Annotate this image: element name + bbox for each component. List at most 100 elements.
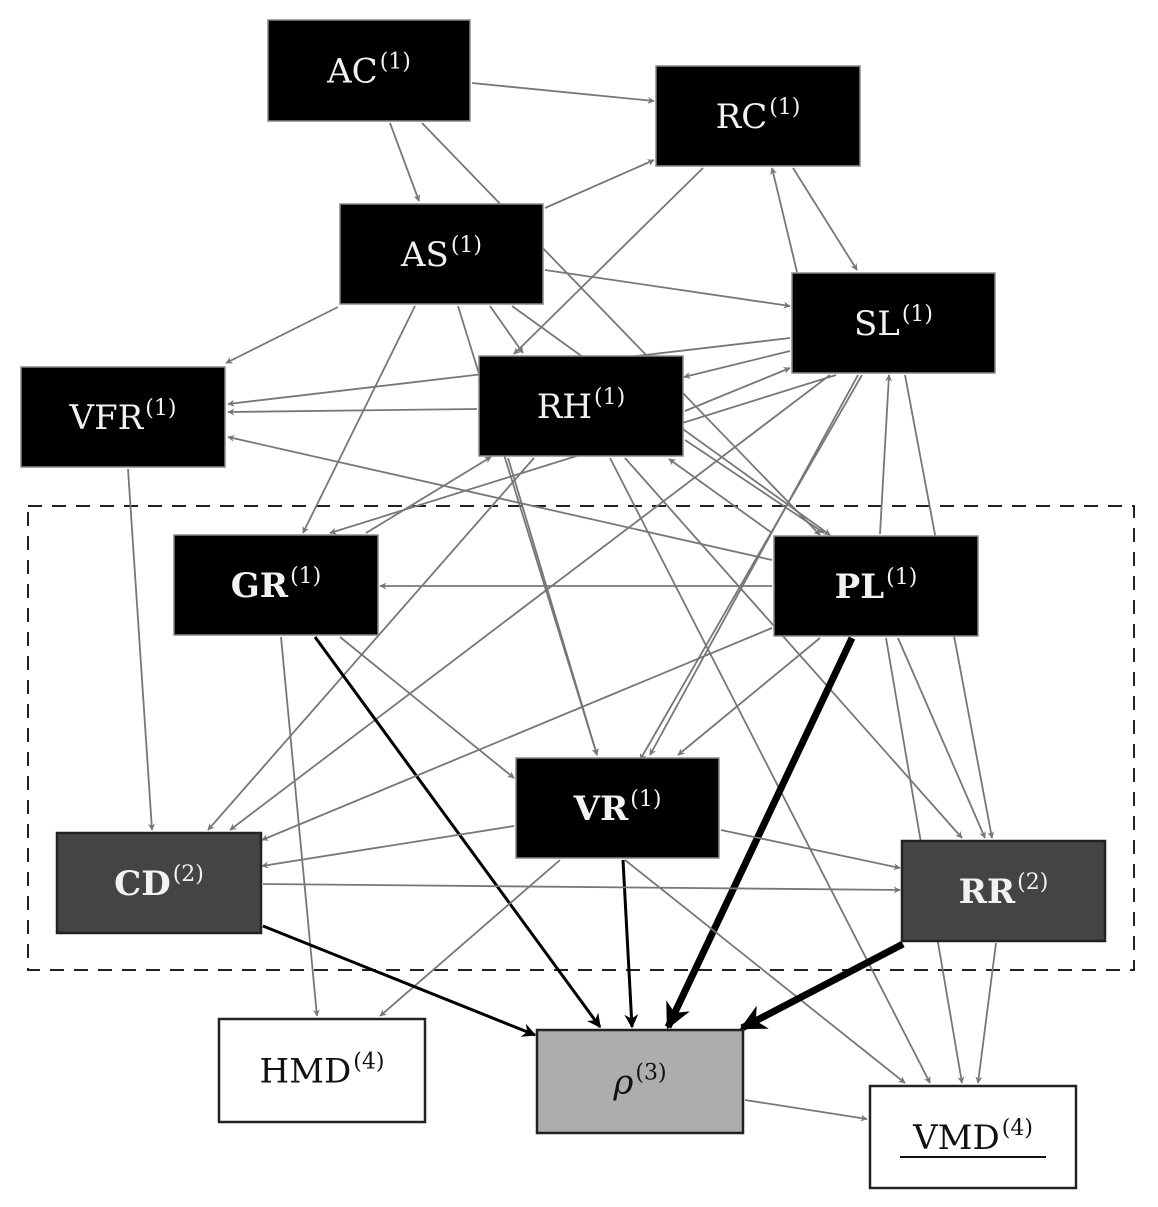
node-label: ρ(3) <box>612 1061 666 1103</box>
node-name: VFR <box>69 398 145 438</box>
node-name: RC <box>716 97 768 137</box>
node-pl[interactable]: PL(1) <box>773 535 979 637</box>
edge-pl-to-rr <box>897 637 986 839</box>
node-cd[interactable]: CD(2) <box>55 831 263 935</box>
node-box[interactable] <box>655 65 861 167</box>
node-label: PL(1) <box>835 565 918 607</box>
edge-rh-to-vfr <box>227 408 478 416</box>
node-label: RR(2) <box>959 870 1049 912</box>
node-name: ρ <box>612 1063 633 1103</box>
edge-rr-to-rho <box>739 940 905 1032</box>
node-box[interactable] <box>55 831 263 935</box>
node-level: (1) <box>290 564 321 589</box>
node-level: (3) <box>635 1061 666 1086</box>
edge-pl-to-vfr <box>227 434 773 561</box>
edge-ac-to-rc <box>471 82 655 104</box>
node-level: (1) <box>630 787 661 812</box>
edge-as-to-rh <box>489 305 524 354</box>
edge-vfr-to-cd <box>127 468 156 831</box>
node-name: GR <box>231 566 289 606</box>
node-box[interactable] <box>173 534 379 636</box>
edge-rc-to-sl <box>792 167 858 271</box>
node-level: (2) <box>1017 870 1048 895</box>
node-name: CD <box>114 864 171 904</box>
node-level: (4) <box>1002 1116 1033 1141</box>
edge-vr-to-hmd <box>379 859 561 1017</box>
edge-rh-to-cd <box>207 457 535 831</box>
node-rc[interactable]: RC(1) <box>655 65 861 167</box>
edge-gr-to-rho <box>313 636 602 1029</box>
node-box[interactable] <box>791 272 996 374</box>
edge-rho-to-vmd <box>744 1099 868 1122</box>
node-label: AC(1) <box>326 50 411 92</box>
edge-as-to-sl <box>544 269 791 309</box>
node-box[interactable] <box>900 839 1107 943</box>
node-box[interactable] <box>535 1028 745 1135</box>
node-rho[interactable]: ρ(3) <box>535 1028 745 1135</box>
edge-gr-to-vr <box>339 636 515 779</box>
edge-sl-to-rho <box>639 374 863 761</box>
edge-vr-to-rr <box>720 829 901 871</box>
node-level: (1) <box>380 50 411 75</box>
edge-ac-to-as <box>389 122 421 202</box>
node-ac[interactable]: AC(1) <box>267 19 471 122</box>
node-as[interactable]: AS(1) <box>339 203 544 305</box>
node-name: VMD <box>912 1118 1000 1158</box>
edge-pl-to-rh <box>668 458 773 534</box>
edge-cd-to-rr <box>262 883 901 894</box>
node-name: RR <box>959 872 1016 912</box>
edge-gr-to-rh <box>365 456 492 534</box>
edge-rc-to-rh <box>513 167 704 355</box>
node-box[interactable] <box>217 1017 427 1124</box>
node-level: (1) <box>145 396 176 421</box>
edge-as-to-rc <box>544 159 655 209</box>
node-box[interactable] <box>515 757 720 859</box>
node-box[interactable] <box>773 535 979 637</box>
node-box[interactable] <box>20 366 226 468</box>
node-label: VFR(1) <box>69 396 177 438</box>
node-vr[interactable]: VR(1) <box>515 757 720 859</box>
node-label: AS(1) <box>400 233 482 275</box>
edge-as-to-vfr <box>225 306 339 364</box>
edge-ac-to-pl <box>421 122 821 536</box>
node-box[interactable] <box>339 203 544 305</box>
node-vmd[interactable]: VMD(4) <box>868 1084 1078 1190</box>
node-name: RH <box>537 387 592 427</box>
node-label: VMD(4) <box>912 1116 1033 1158</box>
mediator-group-box <box>27 505 1135 971</box>
node-box[interactable] <box>868 1084 1078 1190</box>
edge-rh-to-sl <box>684 367 791 412</box>
edge-vr-to-rho <box>621 859 639 1029</box>
edge-pl-to-cd <box>261 627 773 841</box>
node-vfr[interactable]: VFR(1) <box>20 366 226 468</box>
edges-layer <box>127 82 997 1122</box>
edge-sl-to-vr <box>649 374 859 756</box>
node-box[interactable] <box>267 19 471 122</box>
node-level: (1) <box>451 233 482 258</box>
edge-sl-to-rc <box>770 167 798 273</box>
node-level: (1) <box>769 95 800 120</box>
node-level: (4) <box>353 1050 384 1075</box>
edge-rh-to-vr <box>507 457 599 756</box>
edge-vr-to-cd <box>261 825 515 869</box>
node-name: AS <box>400 235 449 275</box>
edge-cd-to-rho <box>262 924 537 1037</box>
node-label: VR(1) <box>573 787 662 829</box>
edge-pl-to-vr <box>677 637 821 756</box>
node-gr[interactable]: GR(1) <box>173 534 379 636</box>
node-rr[interactable]: RR(2) <box>900 839 1107 943</box>
edge-pl-to-rho <box>664 636 856 1030</box>
edge-as-to-gr <box>302 305 416 534</box>
node-label: HMD(4) <box>260 1050 385 1092</box>
node-name: VR <box>573 789 629 829</box>
nodes-layer: AC(1)RC(1)AS(1)SL(1)VFR(1)RH(1)GR(1)PL(1… <box>20 19 1107 1190</box>
node-name: SL <box>854 304 900 344</box>
node-sl[interactable]: SL(1) <box>791 272 996 374</box>
node-label: RH(1) <box>537 385 625 427</box>
node-rh[interactable]: RH(1) <box>478 355 684 457</box>
node-box[interactable] <box>478 355 684 457</box>
node-name: AC <box>326 52 378 92</box>
node-hmd[interactable]: HMD(4) <box>217 1017 427 1124</box>
node-label: CD(2) <box>114 862 204 904</box>
